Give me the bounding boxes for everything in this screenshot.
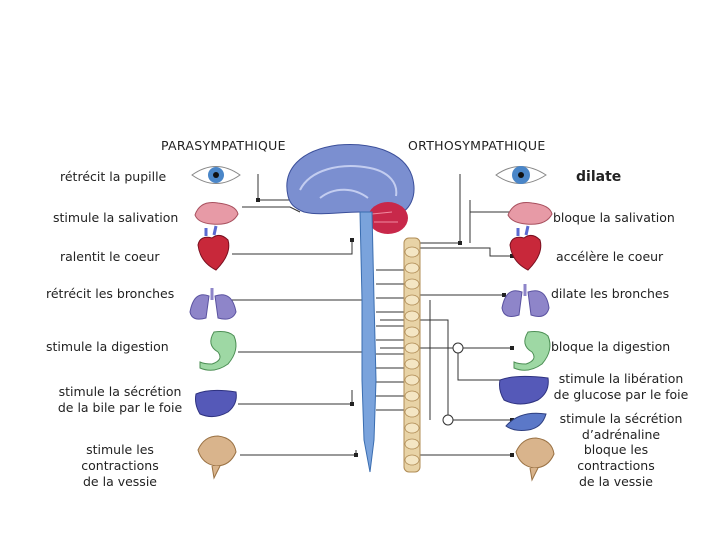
symp-glucose-line-2: de glucose par le foie bbox=[553, 387, 689, 402]
symp-nerve-heart bbox=[420, 247, 512, 257]
para-bile-line-2: de la bile par le foie bbox=[57, 400, 183, 415]
symp-nerve-saliva bbox=[469, 200, 512, 243]
para-nerve-liver bbox=[238, 390, 353, 405]
mesenteric-ganglion bbox=[442, 414, 454, 426]
para-bladder-line-1: stimule les bbox=[86, 442, 154, 457]
para-nerve-bladder bbox=[240, 450, 357, 456]
symp-bladder-line-1: bloque les bbox=[583, 442, 649, 457]
symp-lungs-label: dilate les bronches bbox=[551, 286, 670, 301]
para-nerve-saliva bbox=[242, 206, 301, 213]
symp-nerve-liver bbox=[457, 348, 512, 381]
symp-bladder-line-2: contractions bbox=[577, 458, 655, 473]
right-stomach-icon bbox=[513, 331, 551, 371]
para-lungs-label: rétrécit les bronches bbox=[46, 286, 175, 301]
para-pupil-label: rétrécit la pupille bbox=[60, 169, 167, 184]
left-bladder-icon bbox=[197, 435, 237, 480]
symp-adrenal-line-2: d’adrénaline bbox=[581, 427, 661, 442]
left-stomach-icon bbox=[199, 331, 237, 371]
right-bladder-icon bbox=[515, 437, 555, 482]
para-digestion-label: stimule la digestion bbox=[46, 339, 169, 354]
left-lungs-icon bbox=[189, 288, 237, 320]
parasympathetic-header: PARASYMPATHIQUE bbox=[161, 138, 286, 153]
sympathetic-chain-icon bbox=[403, 237, 421, 473]
para-bladder-label: stimule les contractions de la vessie bbox=[70, 442, 170, 490]
symp-glucose-line-1: stimule la libération bbox=[558, 371, 684, 386]
cord-chain-links bbox=[376, 269, 412, 411]
spinal-cord-icon bbox=[359, 211, 377, 473]
para-bladder-line-2: contractions bbox=[81, 458, 159, 473]
left-salivary-gland-icon bbox=[194, 202, 239, 225]
right-liver-icon bbox=[499, 375, 549, 405]
sympathetic-header: ORTHOSYMPATHIQUE bbox=[408, 138, 546, 153]
symp-nerve-adrenal bbox=[380, 319, 512, 421]
right-heart-icon bbox=[509, 225, 542, 271]
symp-pupil-label: dilate bbox=[576, 169, 622, 185]
para-saliva-label: stimule la salivation bbox=[53, 210, 179, 225]
symp-heart-label: accélère le coeur bbox=[556, 249, 664, 264]
symp-nerve-eye bbox=[418, 174, 461, 244]
right-salivary-gland-icon bbox=[507, 202, 553, 225]
symp-bladder-line-3: de la vessie bbox=[579, 474, 653, 489]
symp-saliva-label: bloque la salivation bbox=[553, 210, 675, 225]
symp-glucose-label: stimule la libération de glucose par le … bbox=[546, 371, 696, 403]
para-bladder-line-3: de la vessie bbox=[83, 474, 157, 489]
symp-adrenal-line-1: stimule la sécrétion bbox=[559, 411, 683, 426]
left-liver-icon bbox=[195, 389, 237, 418]
left-eye-icon bbox=[191, 166, 241, 184]
right-adrenal-gland-icon bbox=[505, 412, 547, 431]
symp-digestion-label: bloque la digestion bbox=[551, 339, 671, 354]
celiac-ganglion bbox=[452, 342, 464, 354]
para-heart-label: ralentit le coeur bbox=[60, 249, 160, 264]
right-lungs-icon bbox=[501, 284, 550, 317]
left-heart-icon bbox=[197, 225, 230, 271]
para-nerve-heart bbox=[232, 240, 353, 255]
brain-icon bbox=[286, 143, 415, 234]
para-bile-label: stimule la sécrétion de la bile par le f… bbox=[50, 384, 190, 416]
right-eye-icon bbox=[495, 166, 547, 184]
symp-adrenal-label: stimule la sécrétion d’adrénaline bbox=[546, 411, 696, 443]
para-bile-line-1: stimule la sécrétion bbox=[58, 384, 182, 399]
symp-bladder-label: bloque les contractions de la vessie bbox=[566, 442, 666, 490]
cerebellum-icon bbox=[368, 202, 408, 234]
